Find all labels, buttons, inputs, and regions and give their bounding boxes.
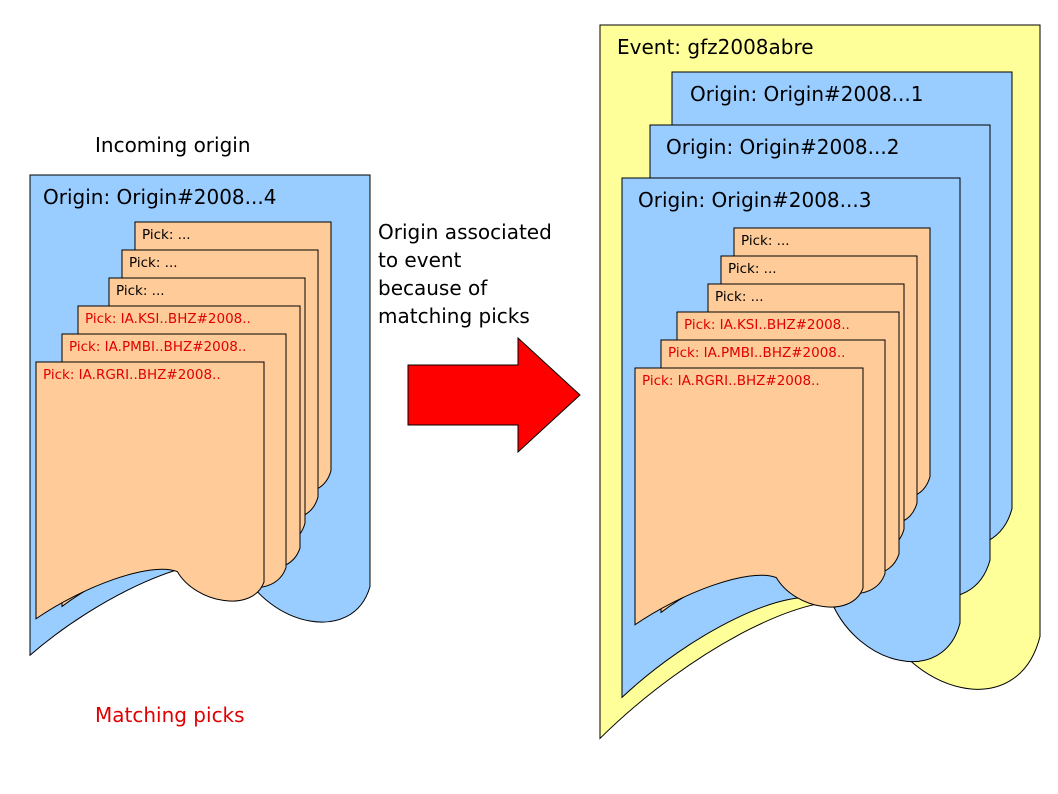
pick-label: Pick: ... <box>116 283 165 299</box>
document-shape <box>633 366 865 627</box>
pick-label: Pick: IA.PMBI..BHZ#2008.. <box>668 345 846 361</box>
pick-card: Pick: ... <box>107 276 307 570</box>
pick-card: Pick: ... <box>719 254 919 550</box>
incoming-origin-document: Origin: Origin#2008...4 <box>30 175 370 665</box>
matching-picks-caption: Matching picks <box>95 703 245 727</box>
pick-label: Pick: ... <box>715 289 764 305</box>
pick-card: Pick: IA.RGRI..BHZ#2008.. <box>34 360 266 624</box>
origin-title: Origin: Origin#2008...3 <box>638 188 872 212</box>
pick-label: Pick: IA.PMBI..BHZ#2008.. <box>69 339 247 355</box>
pick-card: Pick: IA.PMBI..BHZ#2008.. <box>659 338 887 618</box>
pick-card: Pick: ... <box>120 248 320 544</box>
pick-label: Pick: ... <box>142 227 191 243</box>
origin-title: Origin: Origin#2008...4 <box>43 185 277 209</box>
pick-card: Pick: IA.RGRI..BHZ#2008.. <box>633 366 865 630</box>
pick-label: Pick: ... <box>741 233 790 249</box>
pick-card: Pick: IA.PMBI..BHZ#2008.. <box>60 332 288 612</box>
origin-3-document: Origin: Origin#2008...3 <box>622 178 960 708</box>
pick-label: Pick: IA.RGRI..BHZ#2008.. <box>43 367 221 383</box>
association-annotation: Origin associated to event because of ma… <box>378 220 552 328</box>
pick-card: Pick: IA.KSI..BHZ#2008.. <box>675 310 901 600</box>
pick-label: Pick: ... <box>129 255 178 271</box>
event-title: Event: gfz2008abre <box>617 35 814 59</box>
origin-title: Origin: Origin#2008...2 <box>666 135 900 159</box>
pick-label: Pick: IA.KSI..BHZ#2008.. <box>684 317 850 333</box>
pick-label: Pick: IA.RGRI..BHZ#2008.. <box>642 373 820 389</box>
pick-card: Pick: IA.KSI..BHZ#2008.. <box>76 304 302 594</box>
origin-title: Origin: Origin#2008...1 <box>690 82 924 106</box>
pick-card: Pick: ... <box>732 226 932 524</box>
origin-2-document: Origin: Origin#2008...2 <box>650 125 990 643</box>
pick-label: Pick: ... <box>728 261 777 277</box>
incoming-origin-heading: Incoming origin <box>95 133 251 157</box>
pick-card: Pick: ... <box>706 282 906 576</box>
pick-card: Pick: ... <box>133 220 333 518</box>
right-arrow-icon <box>407 336 581 454</box>
event-document: Event: gfz2008abre <box>600 25 1040 753</box>
pick-label: Pick: IA.KSI..BHZ#2008.. <box>85 311 251 327</box>
origin-1-document: Origin: Origin#2008...1 <box>672 72 1012 592</box>
document-shape <box>34 360 266 621</box>
